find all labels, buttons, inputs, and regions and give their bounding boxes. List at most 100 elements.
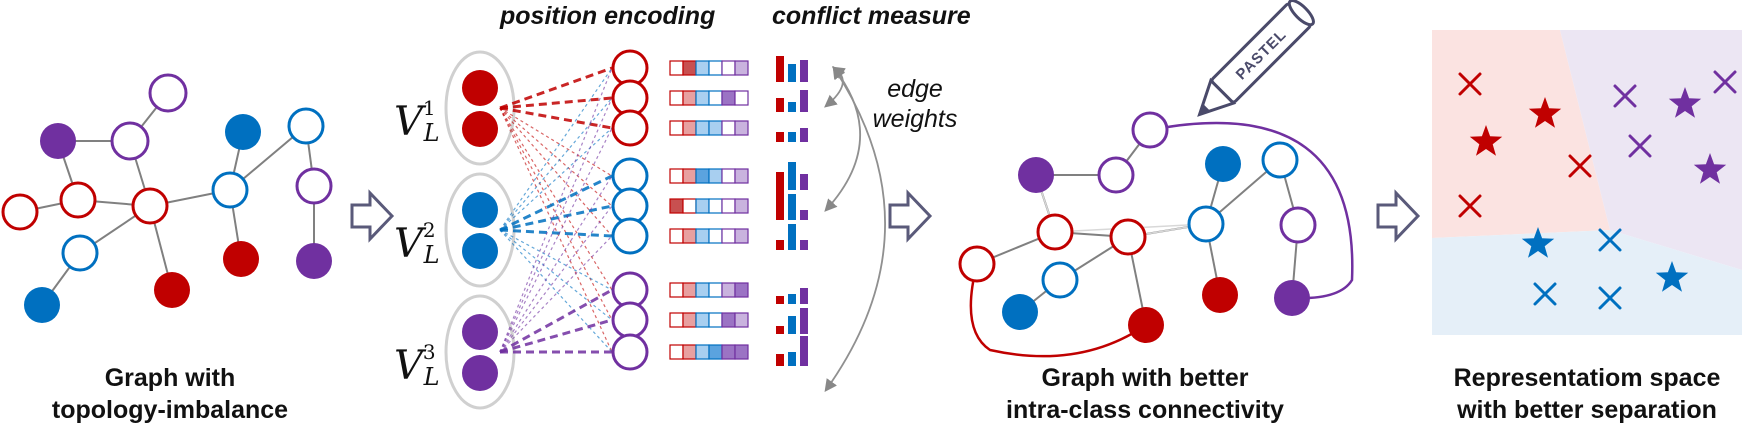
cross-marker-icon xyxy=(1458,194,1482,218)
encoding-link xyxy=(499,107,613,177)
encoding-cell xyxy=(669,282,684,298)
edge-weights-line: weights xyxy=(872,105,958,133)
encoding-link xyxy=(499,288,613,354)
node-purple xyxy=(40,123,76,159)
node-red xyxy=(462,70,498,106)
class-set-sup: 1 xyxy=(422,96,436,120)
conflict-bar xyxy=(776,56,784,82)
encoding-cell xyxy=(734,120,749,136)
node-purple xyxy=(462,355,498,391)
cross-marker-icon xyxy=(1713,70,1737,94)
conflict-bar xyxy=(776,354,784,366)
caption-line: Representatiom space xyxy=(1453,364,1721,392)
encoding-cell xyxy=(695,90,710,106)
node-red-open xyxy=(1,193,39,231)
class-set-sup: 2 xyxy=(422,218,436,242)
encoding-link xyxy=(499,97,613,231)
column-node xyxy=(611,333,649,371)
star-marker-icon xyxy=(1521,227,1555,258)
encoding-cell xyxy=(669,120,684,136)
node-purple xyxy=(462,314,498,350)
star-marker-icon xyxy=(1469,125,1503,156)
edge-weights-label: edge weights xyxy=(860,74,970,134)
encoding-link xyxy=(499,107,613,353)
encoding-cell xyxy=(708,60,723,76)
class-set-sub: L xyxy=(423,119,440,147)
region-purple xyxy=(1560,30,1742,270)
column-node xyxy=(611,109,649,147)
encoding-cell xyxy=(682,282,697,298)
encoding-link xyxy=(499,107,613,237)
encoding-link xyxy=(499,67,613,231)
node-purple-open xyxy=(1279,206,1317,244)
conflict-bar xyxy=(788,64,796,82)
encoding-cell xyxy=(721,60,736,76)
encoding-cell xyxy=(695,344,710,360)
embedding-markers xyxy=(1458,70,1737,310)
encoding-cell xyxy=(669,312,684,328)
encoding-link xyxy=(499,204,613,232)
node-blue-open xyxy=(1187,205,1225,243)
encoding-link xyxy=(499,127,613,353)
conflict-bar xyxy=(776,132,784,142)
encoding-cell xyxy=(708,120,723,136)
star-marker-icon xyxy=(1693,153,1727,184)
node-blue xyxy=(24,287,60,323)
encoding-cell xyxy=(721,312,736,328)
encoding-cell xyxy=(734,312,749,328)
conflict-bar xyxy=(776,326,784,334)
node-blue-open xyxy=(1041,261,1079,299)
node-blue-open xyxy=(211,171,249,209)
caption-line: with better separation xyxy=(1457,396,1717,424)
node-purple-open xyxy=(1131,111,1169,149)
conflict-bar xyxy=(776,240,784,250)
cross-marker-icon xyxy=(1598,228,1622,252)
node-purple-open xyxy=(148,73,188,113)
conflict-bar xyxy=(800,90,808,112)
conflict-bar xyxy=(800,60,808,82)
conflict-measure-header: conflict measure xyxy=(772,2,971,30)
node-purple xyxy=(1018,157,1054,193)
conflict-bar xyxy=(800,308,808,334)
encoding-cell xyxy=(708,344,723,360)
encoding-link xyxy=(499,107,613,321)
column-node xyxy=(611,217,649,255)
encoding-link xyxy=(499,229,613,321)
encoding-link xyxy=(499,66,613,110)
conflict-bar xyxy=(800,336,808,366)
encoding-cell xyxy=(682,312,697,328)
cross-marker-icon xyxy=(1458,72,1482,96)
node-red xyxy=(1128,307,1164,343)
node-red-open xyxy=(1109,218,1147,256)
node-blue xyxy=(462,192,498,228)
encoding-cell xyxy=(708,228,723,244)
encoding-cell xyxy=(669,60,684,76)
encoding-link xyxy=(499,318,613,354)
encoding-link xyxy=(499,205,613,353)
star-marker-icon xyxy=(1655,261,1689,292)
conflict-bar xyxy=(800,288,808,304)
region-blue xyxy=(1432,230,1742,335)
conflict-bar xyxy=(800,174,808,190)
conflict-bar xyxy=(800,128,808,142)
conflict-bar xyxy=(788,316,796,334)
encoding-cell xyxy=(708,282,723,298)
node-purple-open xyxy=(295,167,333,205)
rewired-graph-caption: Graph with better intra-class connectivi… xyxy=(980,362,1310,426)
encoding-cell xyxy=(695,312,710,328)
encoding-link xyxy=(499,67,613,353)
encoding-cell xyxy=(669,344,684,360)
node-red xyxy=(223,241,259,277)
encoding-cell xyxy=(721,90,736,106)
encoding-link xyxy=(499,174,613,232)
encoding-cell xyxy=(708,312,723,328)
encoding-cell xyxy=(669,90,684,106)
encoding-cell xyxy=(734,168,749,184)
region-red xyxy=(1432,30,1610,238)
node-red-open xyxy=(59,181,97,219)
node-blue-open xyxy=(1261,141,1299,179)
conflict-bar xyxy=(788,224,796,250)
encoding-cell xyxy=(734,198,749,214)
encoding-connections xyxy=(499,66,613,354)
